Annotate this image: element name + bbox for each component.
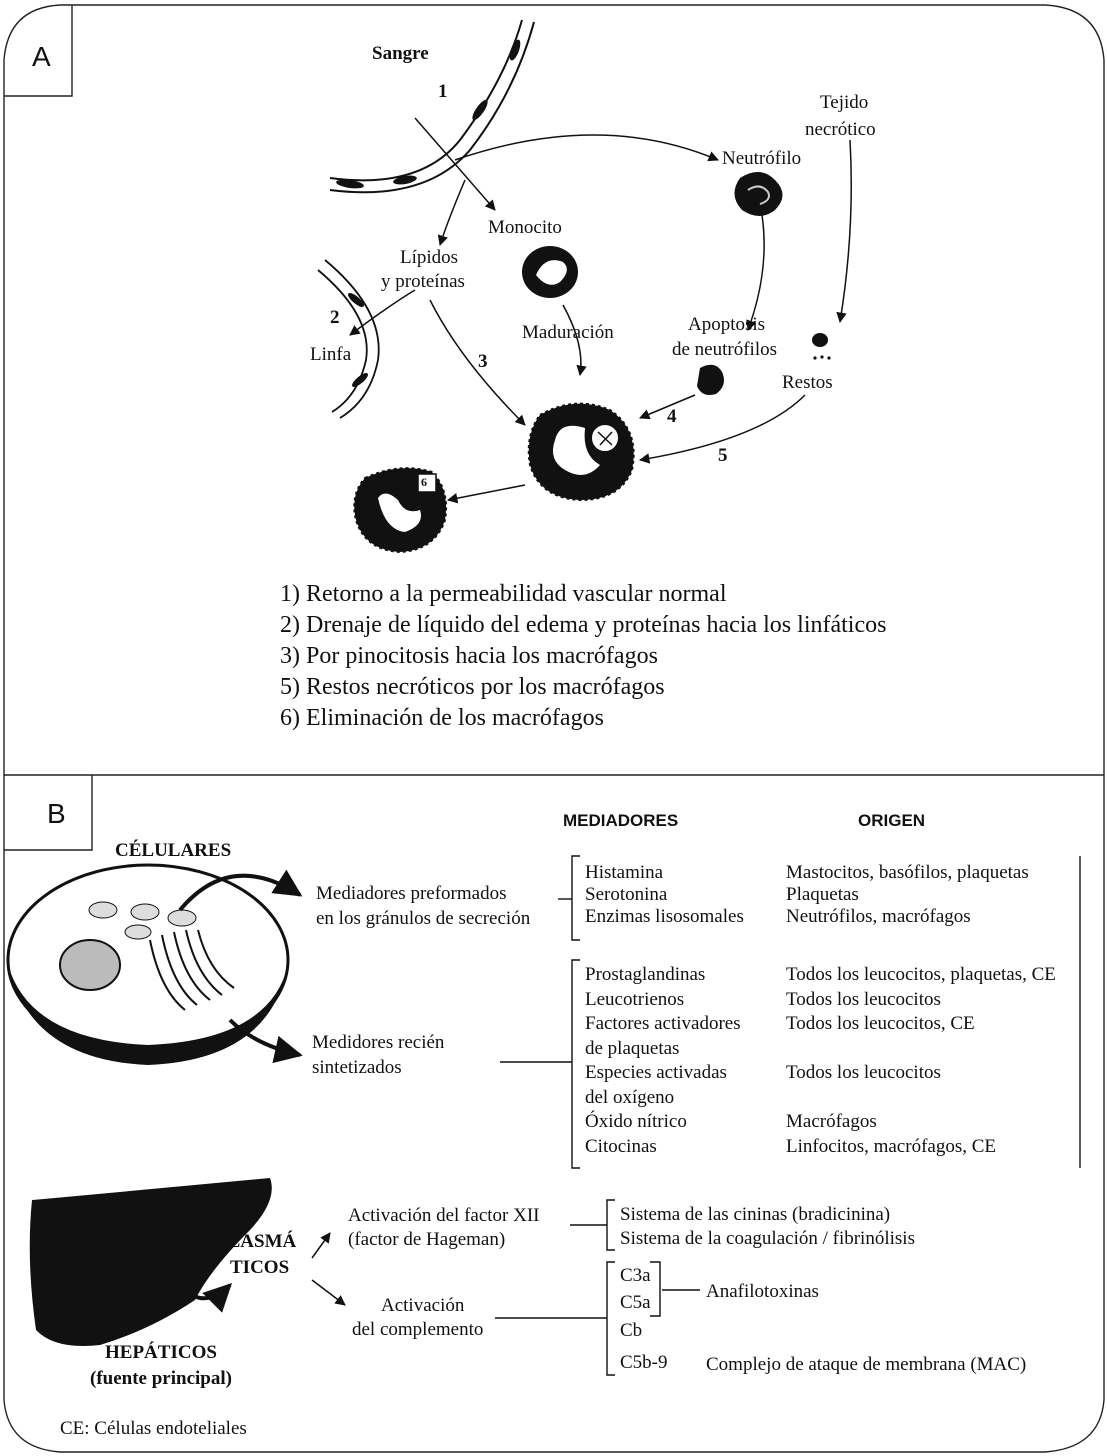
mac-label: Complejo de ataque de membrana (MAC)	[706, 1355, 1026, 1374]
preformados-label-2: en los gránulos de secreción	[316, 909, 530, 928]
sintetizados-label-1: Medidores recién	[312, 1033, 444, 1052]
panel-a-label: A	[32, 43, 51, 71]
origin: Neutrófilos, macrófagos	[786, 906, 1029, 928]
lymph-vessel	[318, 260, 379, 418]
tejido-label-2: necrótico	[805, 120, 876, 139]
list-item-4: 5) Restos necróticos por los macrófagos	[280, 675, 665, 699]
complemento-label-2: del complemento	[352, 1320, 483, 1339]
list-item-1: 1) Retorno a la permeabilidad vascular n…	[280, 582, 727, 606]
origin: Macrófagos	[786, 1111, 1056, 1136]
step-4-label: 4	[667, 407, 677, 426]
tejido-label-1: Tejido	[820, 93, 868, 112]
mediator: Factores activadores	[585, 1013, 741, 1038]
coagulacion-system: Sistema de la coagulación / fibrinólisis	[620, 1229, 915, 1248]
mediator: del oxígeno	[585, 1087, 741, 1112]
mediator: Óxido nítrico	[585, 1111, 741, 1136]
eliminated-macrophage	[354, 468, 446, 552]
origin: Linfocitos, macrófagos, CE	[786, 1136, 1056, 1161]
panel-b-label: B	[47, 800, 66, 828]
complement-c3a: C3a	[620, 1266, 651, 1285]
list-item-5: 6) Eliminación de los macrófagos	[280, 706, 604, 730]
macrophage-cell	[529, 404, 634, 500]
sangre-label: Sangre	[372, 44, 429, 63]
mediator: Leucotrienos	[585, 989, 741, 1014]
plasmaticos-label-1: PLASMÁ	[216, 1232, 296, 1251]
apoptosis-label-1: Apoptosis	[688, 315, 765, 334]
step-6-label: 6	[421, 476, 427, 488]
preformados-label-1: Mediadores preformados	[316, 884, 506, 903]
maduracion-label: Maduración	[522, 323, 614, 342]
neutrofilo-label: Neutrófilo	[722, 149, 801, 168]
group1-mediators: Histamina Serotonina Enzimas lisosomales	[585, 862, 744, 928]
list-item-3: 3) Por pinocitosis hacia los macrófagos	[280, 644, 658, 668]
step-5-label: 5	[718, 446, 728, 465]
footnote: CE: Células endoteliales	[60, 1419, 247, 1438]
origin: Todos los leucocitos, plaquetas, CE	[786, 964, 1056, 989]
origin: Mastocitos, basófilos, plaquetas	[786, 862, 1029, 884]
mediator: Enzimas lisosomales	[585, 906, 744, 928]
mediator: de plaquetas	[585, 1038, 741, 1063]
group1-origins: Mastocitos, basófilos, plaquetas Plaquet…	[786, 862, 1029, 928]
group2-mediators: Prostaglandinas Leucotrienos Factores ac…	[585, 964, 741, 1160]
hepaticos-label: HEPÁTICOS	[105, 1343, 217, 1362]
blood-vessel	[330, 20, 534, 192]
step-1-label: 1	[438, 82, 448, 101]
monocito-label: Monocito	[488, 218, 562, 237]
lipidos-label-2: y proteínas	[381, 272, 465, 291]
complement-c5a: C5a	[620, 1293, 651, 1312]
neutrophil-cell	[734, 172, 782, 216]
origin: Todos los leucocitos	[786, 989, 1056, 1014]
mediator: Histamina	[585, 862, 744, 884]
mediator: Citocinas	[585, 1136, 741, 1161]
group2-origins: Todos los leucocitos, plaquetas, CE Todo…	[786, 964, 1056, 1160]
factor-xii-label-1: Activación del factor XII	[348, 1206, 540, 1225]
mediator: Serotonina	[585, 884, 744, 906]
origin: Plaquetas	[786, 884, 1029, 906]
origin: Todos los leucocitos, CE	[786, 1013, 1056, 1038]
sintetizados-label-2: sintetizados	[312, 1058, 402, 1077]
debris	[812, 333, 831, 360]
fuente-label: (fuente principal)	[90, 1369, 232, 1388]
mediator: Prostaglandinas	[585, 964, 741, 989]
cininas-system: Sistema de las cininas (bradicinina)	[620, 1205, 890, 1224]
restos-label: Restos	[782, 373, 833, 392]
mediator: Especies activadas	[585, 1062, 741, 1087]
complement-c5b9: C5b-9	[620, 1353, 668, 1372]
apoptosis-label-2: de neutrófilos	[672, 340, 777, 359]
origin	[786, 1038, 1056, 1063]
celulares-label: CÉLULARES	[115, 841, 231, 860]
complemento-label-1: Activación	[381, 1296, 464, 1315]
complement-cb: Cb	[620, 1321, 642, 1340]
lipidos-label-1: Lípidos	[400, 248, 458, 267]
origen-header: ORIGEN	[858, 812, 925, 829]
plasmaticos-label-2: TICOS	[230, 1258, 289, 1277]
step-3-label: 3	[478, 352, 488, 371]
factor-xii-label-2: (factor de Hageman)	[348, 1230, 505, 1249]
anafilotoxinas-label: Anafilotoxinas	[706, 1282, 819, 1301]
linfa-label: Linfa	[310, 345, 351, 364]
origin: Todos los leucocitos	[786, 1062, 1056, 1087]
mediadores-header: MEDIADORES	[563, 812, 678, 829]
origin	[786, 1087, 1056, 1112]
monocyte-cell	[522, 246, 578, 298]
step-2-label: 2	[330, 308, 340, 327]
apoptotic-neutrophil	[697, 365, 724, 395]
list-item-2: 2) Drenaje de líquido del edema y proteí…	[280, 613, 886, 637]
